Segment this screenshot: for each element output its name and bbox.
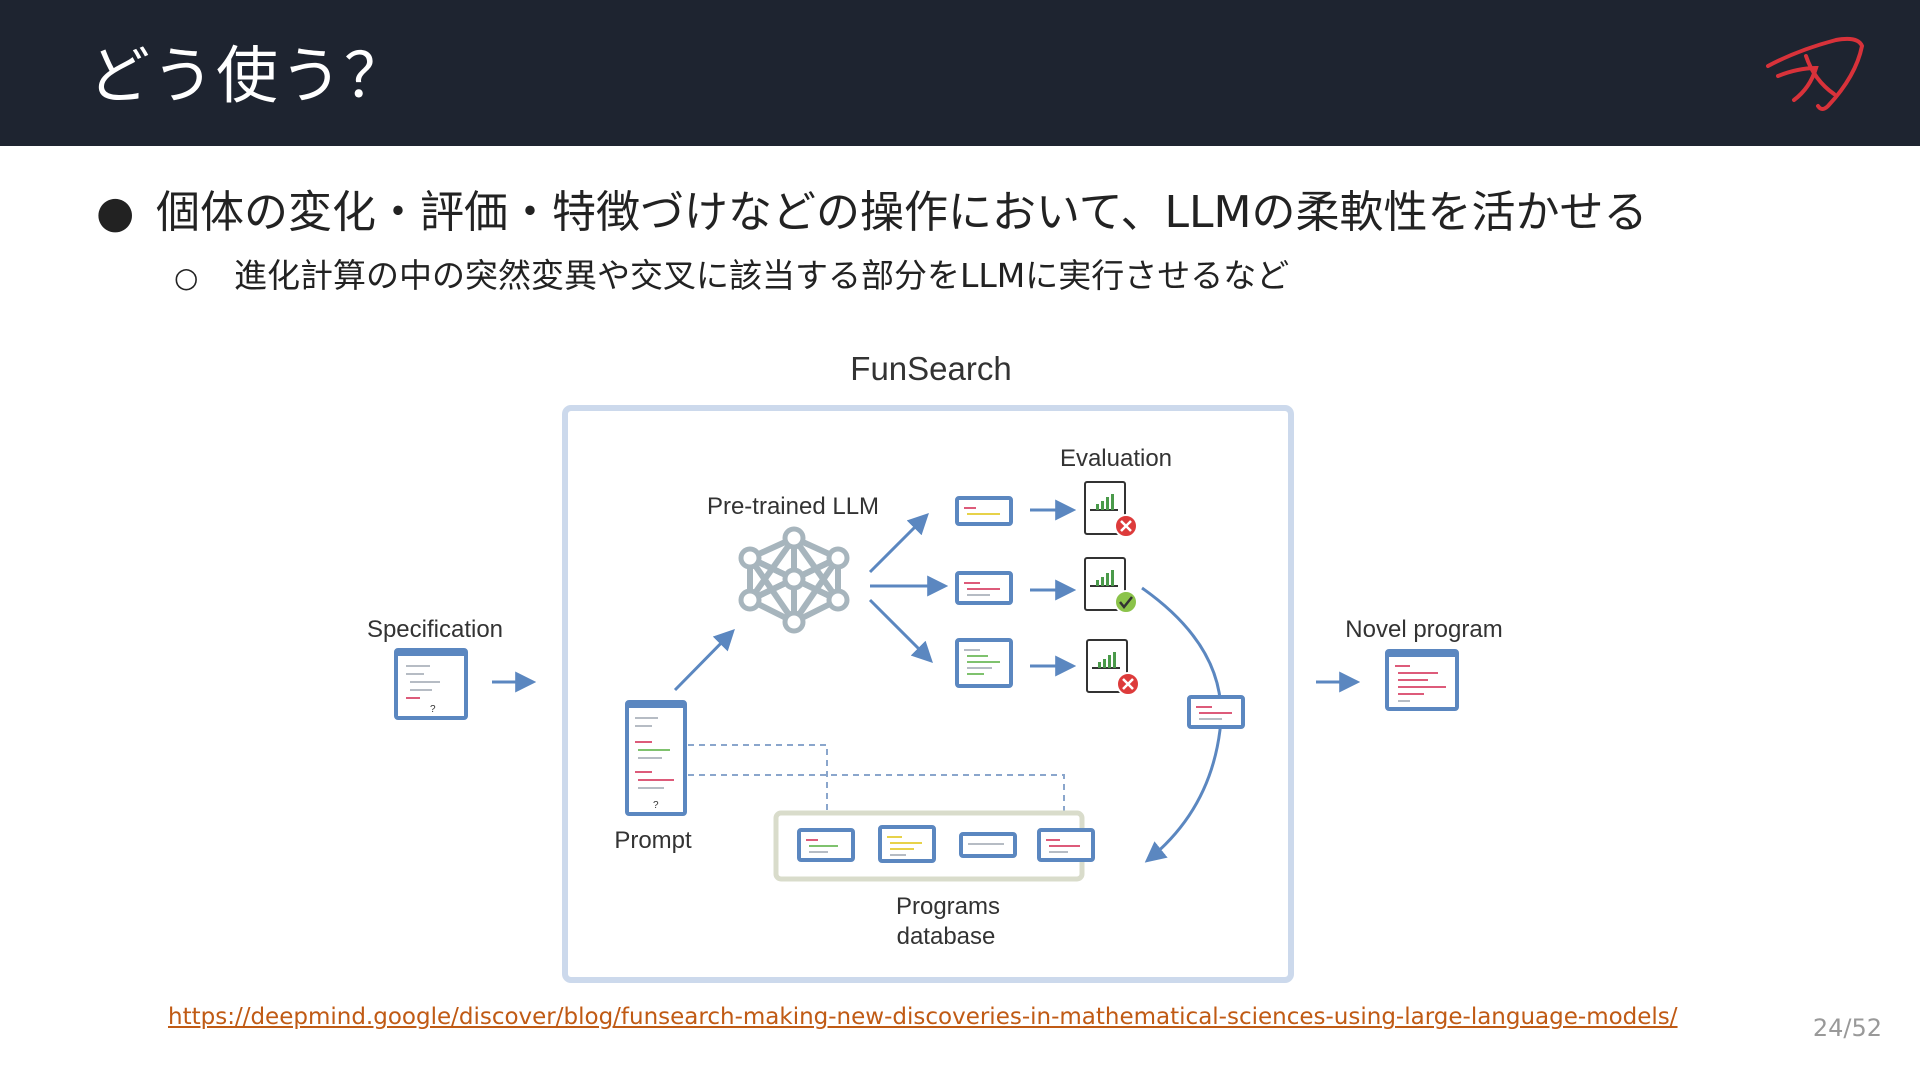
specification-label: Specification xyxy=(367,616,503,643)
neural-network-nodes xyxy=(738,526,850,634)
database-label-line1: Programs xyxy=(896,893,1000,920)
generated-program-3-icon xyxy=(955,638,1013,688)
evaluation-fail-1-icon xyxy=(1084,481,1138,538)
specification-doc-icon: ? xyxy=(394,648,468,720)
database-label-line2: database xyxy=(897,923,996,950)
novel-program-icon xyxy=(1385,649,1459,711)
funsearch-svg: FunSearch Specification ? ? xyxy=(367,350,1503,983)
bullet-main: ● 個体の変化・評価・特徴づけなどの操作において、LLMの柔軟性を活かせる xyxy=(96,182,1647,244)
llm-label: Pre-trained LLM xyxy=(707,493,879,520)
bullet-marker: ● xyxy=(96,187,135,238)
database-program-4-icon xyxy=(1037,828,1095,862)
arrow-prompt-to-llm xyxy=(673,629,735,692)
svg-text:?: ? xyxy=(653,800,659,811)
bullet-sub: ○ 進化計算の中の突然変異や交叉に該当する部分をLLMに実行させるなど xyxy=(174,252,1289,302)
sub-bullet-marker: ○ xyxy=(174,261,199,294)
bullet-main-text: 個体の変化・評価・特徴づけなどの操作において、LLMの柔軟性を活かせる xyxy=(156,187,1648,238)
page-number: 24/52 xyxy=(1812,1014,1882,1042)
dashed-line-db-to-prompt-2 xyxy=(688,774,1065,815)
evaluation-label: Evaluation xyxy=(1060,445,1172,472)
selected-program-icon xyxy=(1187,695,1245,729)
prompt-doc-icon: ? xyxy=(625,700,687,816)
evaluation-fail-2-icon xyxy=(1086,639,1140,696)
database-program-1-icon xyxy=(797,828,855,862)
database-program-2-icon xyxy=(878,825,936,863)
svg-text:?: ? xyxy=(430,704,436,715)
arrow-eval-to-database xyxy=(1141,586,1223,863)
evaluation-pass-icon xyxy=(1084,557,1138,614)
diagram-title: FunSearch xyxy=(850,350,1011,387)
slide-header: どう使う？ xyxy=(0,0,1920,146)
brand-logo-icon xyxy=(1766,36,1865,111)
prompt-label: Prompt xyxy=(614,827,692,854)
generated-program-1-icon xyxy=(955,496,1013,526)
funsearch-diagram: FunSearch Specification ? ? xyxy=(340,350,1540,990)
bullet-sub-text: 進化計算の中の突然変異や交叉に該当する部分をLLMに実行させるなど xyxy=(234,256,1290,295)
slide-title: どう使う？ xyxy=(88,39,409,112)
database-program-3-icon xyxy=(959,832,1017,858)
generated-program-2-icon xyxy=(955,571,1013,605)
novel-program-label: Novel program xyxy=(1345,616,1502,643)
dashed-line-db-to-prompt-1 xyxy=(688,744,828,815)
arrow-llm-to-program-3 xyxy=(868,598,933,663)
source-link[interactable]: https://deepmind.google/discover/blog/fu… xyxy=(168,1004,1678,1030)
arrow-llm-to-program-1 xyxy=(868,513,929,574)
